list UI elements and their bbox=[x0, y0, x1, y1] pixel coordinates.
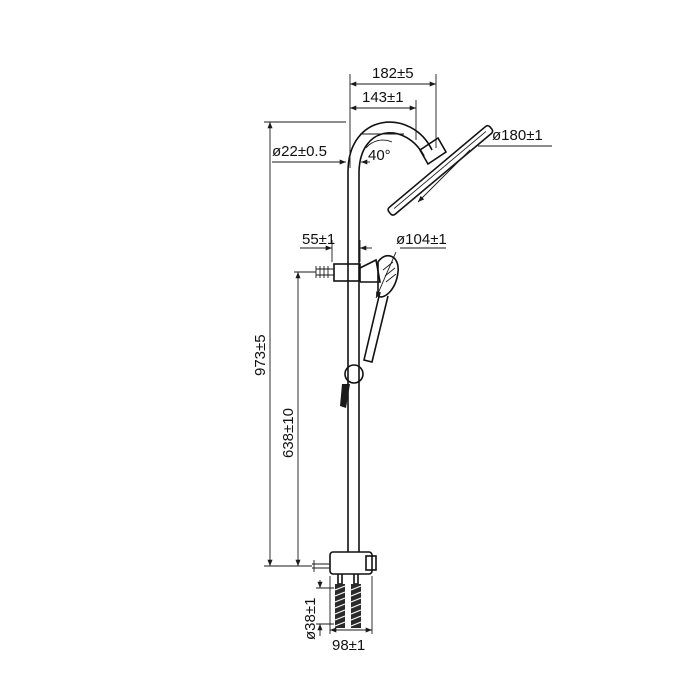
label-pipe-diameter: ø22±0.5 bbox=[272, 143, 327, 160]
label-total-height: 973±5 bbox=[252, 334, 269, 376]
riser-pipe bbox=[347, 172, 360, 552]
shower-column bbox=[312, 121, 494, 628]
overhead-shower-head bbox=[387, 124, 494, 216]
label-head-diameter: ø180±1 bbox=[492, 127, 543, 144]
dimension-lines bbox=[264, 74, 552, 636]
head-connector bbox=[418, 136, 448, 166]
label-head-angle: 40° bbox=[368, 147, 391, 164]
goose-neck-arm bbox=[347, 121, 433, 173]
label-holder-offset: 55±1 bbox=[302, 231, 335, 248]
label-inlet-diameter: ø38±1 bbox=[302, 598, 319, 640]
label-hand-shower-diameter: ø104±1 bbox=[396, 231, 447, 248]
inlet-hoses bbox=[334, 574, 362, 628]
label-inlet-spacing: 98±1 bbox=[332, 637, 365, 654]
hose-connector bbox=[340, 384, 350, 408]
dimension-labels: 182±5 143±1 ø180±1 ø22±0.5 40° 55±1 ø104… bbox=[252, 65, 543, 654]
hand-shower bbox=[363, 254, 399, 363]
label-bracket-height: 638±10 bbox=[280, 408, 297, 458]
mixer-body bbox=[312, 551, 377, 575]
label-head-offset-inner: 143±1 bbox=[362, 89, 404, 106]
slider-knob bbox=[344, 364, 364, 384]
label-head-offset-outer: 182±5 bbox=[372, 65, 414, 82]
holder-screw bbox=[315, 266, 334, 278]
